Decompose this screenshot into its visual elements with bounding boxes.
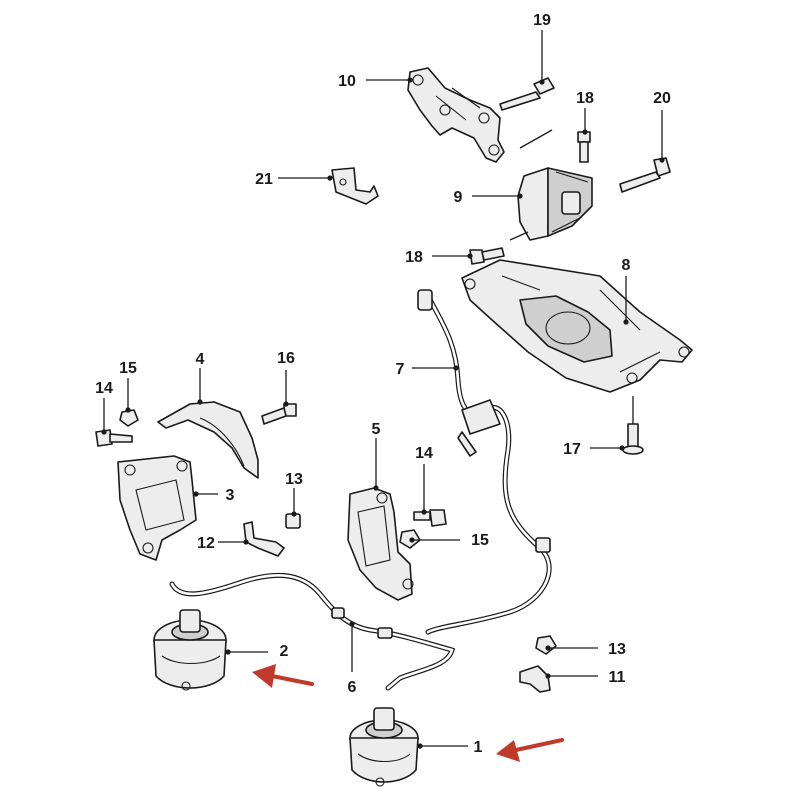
part-10-axis-line xyxy=(519,129,553,149)
callout-number-13-lower: 13 xyxy=(608,641,626,658)
callout-number-18-upper: 18 xyxy=(576,90,594,107)
part-2-engine-mount[interactable] xyxy=(153,609,227,691)
callout-number-8: 8 xyxy=(622,257,631,274)
callout-8: 8 xyxy=(622,257,631,325)
part-17-stud-bolt[interactable] xyxy=(622,423,644,455)
callout-number-5: 5 xyxy=(372,421,381,438)
callout-18-upper: 18 xyxy=(576,90,594,135)
callout-number-21: 21 xyxy=(255,171,273,188)
highlight-arrow-part-1 xyxy=(496,738,564,762)
callout-14-left: 14 xyxy=(95,380,113,435)
callout-4: 4 xyxy=(196,351,205,405)
callout-number-9: 9 xyxy=(454,189,463,206)
callout-number-4: 4 xyxy=(196,351,205,368)
callout-number-13-upper: 13 xyxy=(285,471,303,488)
callout-number-14-left: 14 xyxy=(95,380,113,397)
callout-18-lower: 18 xyxy=(405,249,473,266)
part-20-long-bolt[interactable] xyxy=(619,157,671,193)
callout-13-lower: 13 xyxy=(545,641,626,658)
part-3-mount-bracket[interactable] xyxy=(117,455,197,561)
callout-number-12: 12 xyxy=(197,535,215,552)
callout-19: 19 xyxy=(533,12,551,85)
callout-12: 12 xyxy=(197,535,249,552)
part-15-left-nut[interactable] xyxy=(119,409,139,427)
callout-20: 20 xyxy=(653,90,671,163)
part-14-right-bolt[interactable] xyxy=(413,509,447,527)
callout-5: 5 xyxy=(372,421,381,491)
callout-number-20: 20 xyxy=(653,90,671,107)
callout-1: 1 xyxy=(417,739,483,756)
callout-number-11: 11 xyxy=(609,669,626,686)
part-12-clip[interactable] xyxy=(243,521,285,557)
callout-15-left: 15 xyxy=(119,360,137,413)
callout-number-2: 2 xyxy=(280,643,289,660)
callout-21: 21 xyxy=(255,171,333,188)
callout-3: 3 xyxy=(193,487,235,504)
callout-9: 9 xyxy=(454,189,523,206)
callout-number-6: 6 xyxy=(348,679,357,696)
callout-14-right: 14 xyxy=(415,445,433,515)
part-13-lower-nut[interactable] xyxy=(535,635,557,655)
callout-13-upper: 13 xyxy=(285,471,303,517)
highlight-arrow-part-2 xyxy=(252,664,314,688)
callout-10: 10 xyxy=(338,73,413,90)
part-5-mount-bracket[interactable] xyxy=(347,487,414,601)
callout-2: 2 xyxy=(225,643,289,660)
callout-15-right: 15 xyxy=(409,532,489,549)
part-19-bolt[interactable] xyxy=(499,77,555,111)
part-14-left-bolt[interactable] xyxy=(95,429,133,447)
callout-number-10: 10 xyxy=(338,73,356,90)
part-21-small-bracket[interactable] xyxy=(331,167,379,205)
callout-number-15-left: 15 xyxy=(119,360,137,377)
callout-number-3: 3 xyxy=(226,487,235,504)
part-1-engine-mount[interactable] xyxy=(349,707,419,787)
part-18-upper-bolt[interactable] xyxy=(577,131,591,163)
part-10-upper-bracket[interactable] xyxy=(407,67,505,163)
part-9-mount[interactable] xyxy=(509,167,593,241)
callout-7: 7 xyxy=(396,361,459,378)
callout-number-18-lower: 18 xyxy=(405,249,423,266)
callout-6: 6 xyxy=(348,621,357,696)
part-18-lower-bolt[interactable] xyxy=(469,247,505,265)
part-11-bracket[interactable] xyxy=(519,665,551,693)
part-8-crossmember[interactable] xyxy=(461,259,693,393)
callout-16: 16 xyxy=(277,350,295,407)
part-16-bolt[interactable] xyxy=(261,403,297,425)
callout-number-7: 7 xyxy=(396,361,405,378)
callout-number-19: 19 xyxy=(533,12,551,29)
callout-11: 11 xyxy=(545,669,626,686)
callout-number-17: 17 xyxy=(563,441,581,458)
part-7-vacuum-pipe[interactable] xyxy=(417,289,552,635)
part-4-heat-shield[interactable] xyxy=(157,401,259,479)
callout-number-15-right: 15 xyxy=(471,532,489,549)
callout-number-1: 1 xyxy=(474,739,483,756)
callout-number-14-right: 14 xyxy=(415,445,433,462)
callout-17: 17 xyxy=(563,396,634,458)
callout-number-16: 16 xyxy=(277,350,295,367)
part-6-vacuum-hose[interactable] xyxy=(169,572,456,691)
